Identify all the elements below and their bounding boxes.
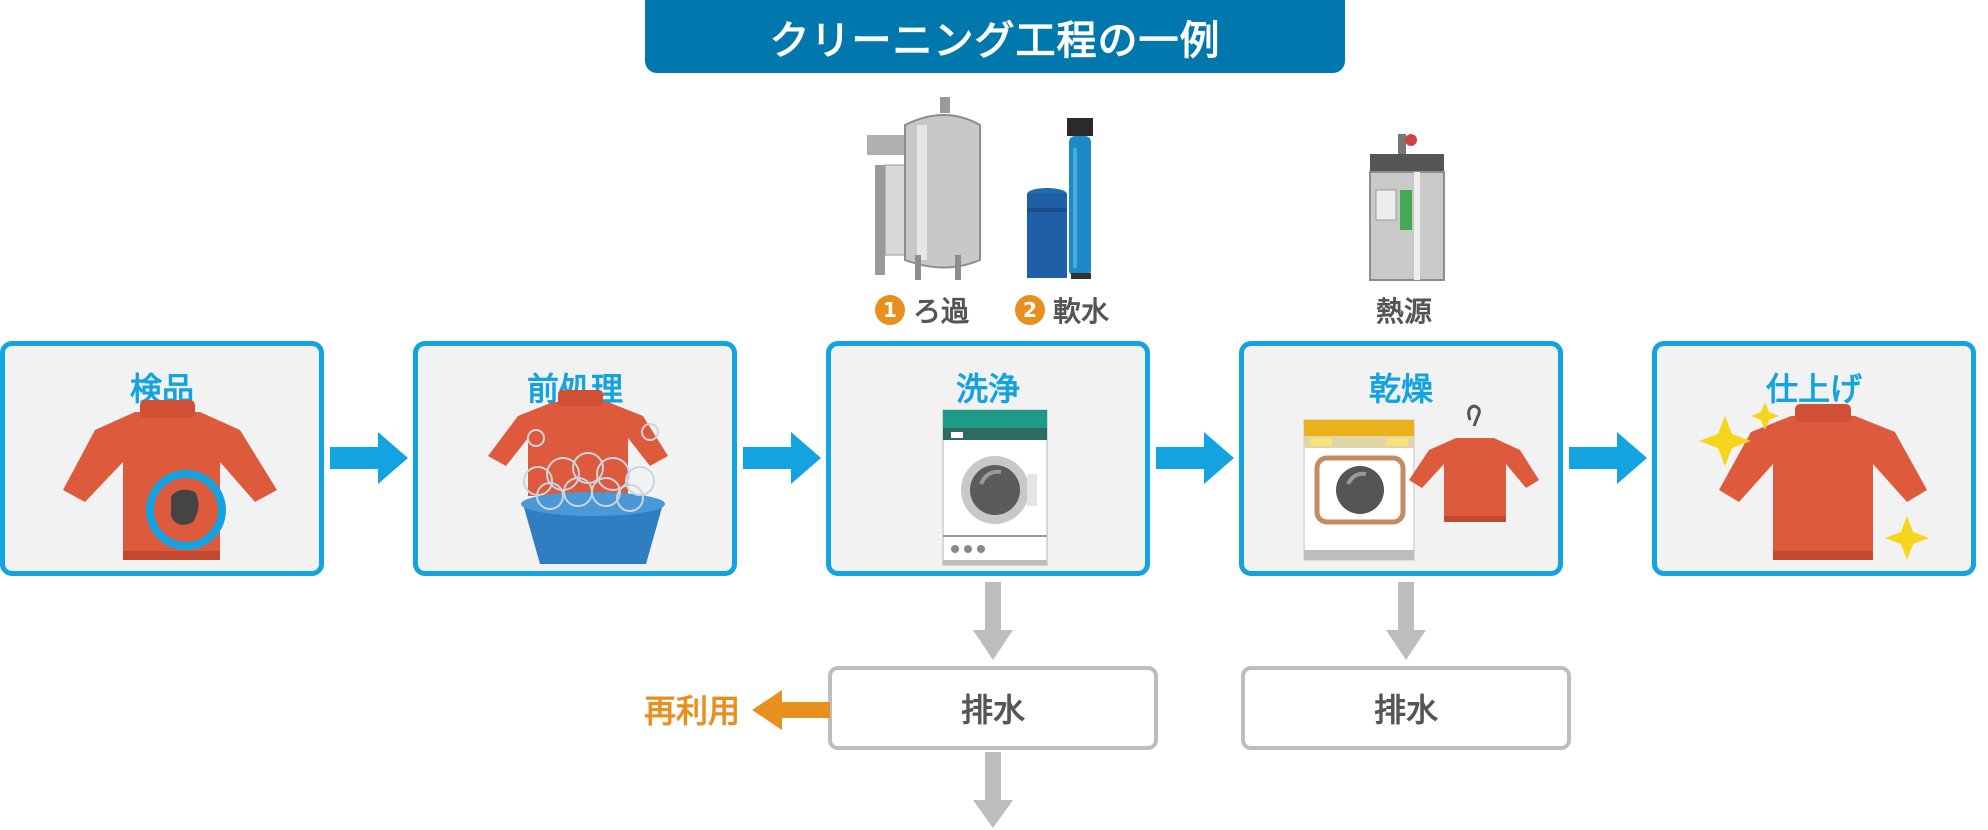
diagram-title: クリーニング工程の一例	[645, 0, 1345, 73]
flow-arrow-icon	[1156, 432, 1234, 484]
step-washing: 洗浄	[826, 341, 1150, 576]
filtration-tank-icon	[867, 97, 981, 280]
step-label: 洗浄	[955, 370, 1020, 408]
clean-sweater-icon	[1699, 402, 1929, 560]
softening-number-badge: 2	[1015, 295, 1045, 325]
step-finishing: 仕上げ	[1652, 341, 1976, 576]
washing-machine-icon	[942, 409, 1048, 566]
reuse-arrow-icon	[752, 690, 830, 730]
boiler-icon	[1369, 134, 1445, 281]
sparkle-icon	[1885, 516, 1929, 560]
step-label: 仕上げ	[1765, 370, 1862, 408]
step-pretreatment: 前処理	[413, 341, 737, 576]
flow-arrow-icon	[743, 432, 821, 484]
soaking-sweater-icon	[488, 390, 668, 564]
filtration-label: 1 ろ過	[875, 290, 969, 330]
drain-box-washing: 排水	[828, 666, 1158, 750]
stained-sweater-icon	[63, 400, 277, 560]
drain-arrow-icon	[1386, 582, 1426, 660]
water-softener-icon	[1027, 118, 1093, 279]
step-label: 乾燥	[1368, 370, 1433, 408]
flow-arrow-icon	[1569, 432, 1647, 484]
step-drying: 乾燥	[1239, 341, 1563, 576]
step-inspection: 検品	[0, 341, 324, 576]
reuse-label: 再利用	[643, 692, 740, 730]
softening-text: 軟水	[1053, 295, 1110, 328]
drain-arrow-icon	[973, 582, 1013, 660]
filtration-text: ろ過	[913, 295, 970, 328]
heat-source-label: 熱源	[1376, 295, 1433, 328]
flow-arrow-icon	[330, 432, 408, 484]
drain-box-drying: 排水	[1241, 666, 1571, 750]
filtration-number-badge: 1	[875, 295, 905, 325]
dryer-and-hanging-sweater-icon	[1303, 404, 1539, 561]
drain-arrow-icon	[973, 752, 1013, 828]
sparkle-icon	[1699, 416, 1751, 466]
sparkle-icon	[1751, 402, 1779, 430]
softening-label: 2 軟水	[1015, 290, 1109, 330]
